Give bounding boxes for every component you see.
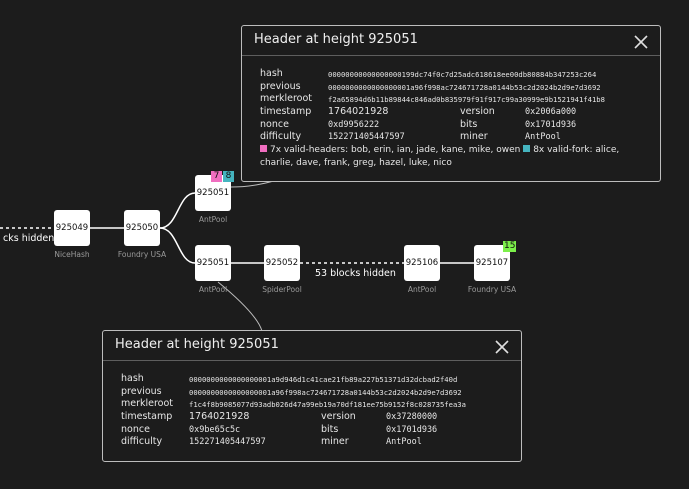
timestamp-value: 1764021928 [328,106,389,117]
block-925106[interactable]: 925106 [404,245,440,281]
block-925107-pool: Foundry USA [467,285,517,294]
popup-divider [242,55,660,56]
hash-value: 0000000000000000001a9d946d1c41cae21fb89a… [189,375,458,384]
block-925049[interactable]: 925049 [54,210,90,246]
difficulty-label: difficulty [260,131,302,142]
previous-value: 0000000000000000001a96f998ac724671728a01… [328,83,601,92]
previous-value: 0000000000000000001a96f998ac724671728a01… [189,388,462,397]
valid-headers-badge: 7 [211,171,222,182]
edge-925050-fork [159,192,196,229]
difficulty-label: difficulty [121,436,163,447]
miner-value: AntPool [525,132,561,142]
hash-label: hash [260,68,283,79]
header-popup-main: Header at height 925051 hash 00000000000… [102,330,522,462]
merkleroot-label: merkleroot [260,93,313,104]
block-925051-fork-pool: AntPool [198,215,228,224]
difficulty-value: 152271405447597 [189,437,266,447]
bits-label: bits [321,424,339,435]
previous-label: previous [121,386,162,397]
version-value: 0x2006a000 [525,107,577,117]
hash-value: 00000000000000000199dc74f0c7d25adc618618… [328,70,597,79]
hidden-blocks-left-label: cks hidden [0,233,58,244]
edge-925050-main [159,227,196,264]
block-925051-main-pool: AntPool [198,285,228,294]
block-925050-pool: Foundry USA [117,250,167,259]
version-label: version [321,411,356,422]
block-925050[interactable]: 925050 [124,210,160,246]
bits-value: 0x1701d936 [525,120,577,130]
popup-title: Header at height 925051 [254,32,418,47]
popup-title: Header at height 925051 [115,337,279,352]
merkleroot-value: f1c4f8b9085077d93adb026d47a99eb19a70df18… [189,400,466,409]
popup-bottom-connector [217,281,263,332]
nonce-label: nonce [260,119,289,130]
block-925049-pool: NiceHash [54,250,90,259]
version-label: version [460,106,495,117]
bits-value: 0x1701d936 [386,425,438,435]
previous-label: previous [260,81,301,92]
valid-headers-swatch [260,145,267,152]
nonce-label: nonce [121,424,150,435]
block-925106-pool: AntPool [407,285,437,294]
version-value: 0x37280000 [386,412,438,422]
valid-headers-text: 7x valid-headers: bob, erin, ian, jade, … [270,145,521,155]
miner-value: AntPool [386,437,422,447]
hash-label: hash [121,373,144,384]
timestamp-value: 1764021928 [189,411,250,422]
bits-label: bits [460,119,478,130]
block-925052[interactable]: 925052 [264,245,300,281]
close-icon[interactable] [633,34,649,50]
miner-label: miner [321,436,349,447]
merkleroot-label: merkleroot [121,398,174,409]
block-925052-pool: SpiderPool [262,285,302,294]
timestamp-label: timestamp [121,411,173,422]
merkleroot-value: f2a65894d6b11b89844c846ad0b835979f91f917… [328,95,605,104]
popup-divider [103,360,521,361]
tip-badge: 15 [503,241,517,252]
valid-fork-swatch [523,145,531,152]
nonce-value: 0xd9956222 [328,120,380,130]
nonce-value: 0x9be65c5c [189,425,241,435]
block-925051-main[interactable]: 925051 [195,245,231,281]
validation-summary: 7x valid-headers: bob, erin, ian, jade, … [260,144,652,170]
miner-label: miner [460,131,488,142]
valid-fork-badge: 8 [223,171,234,182]
timestamp-label: timestamp [260,106,312,117]
header-popup-fork: Header at height 925051 hash 00000000000… [241,25,661,182]
close-icon[interactable] [494,339,510,355]
hidden-blocks-mid-label: 53 blocks hidden [312,268,399,279]
difficulty-value: 152271405447597 [328,132,405,142]
valid-fork-text: 8x valid-fork: alice, charlie, dave, fra… [260,145,620,168]
